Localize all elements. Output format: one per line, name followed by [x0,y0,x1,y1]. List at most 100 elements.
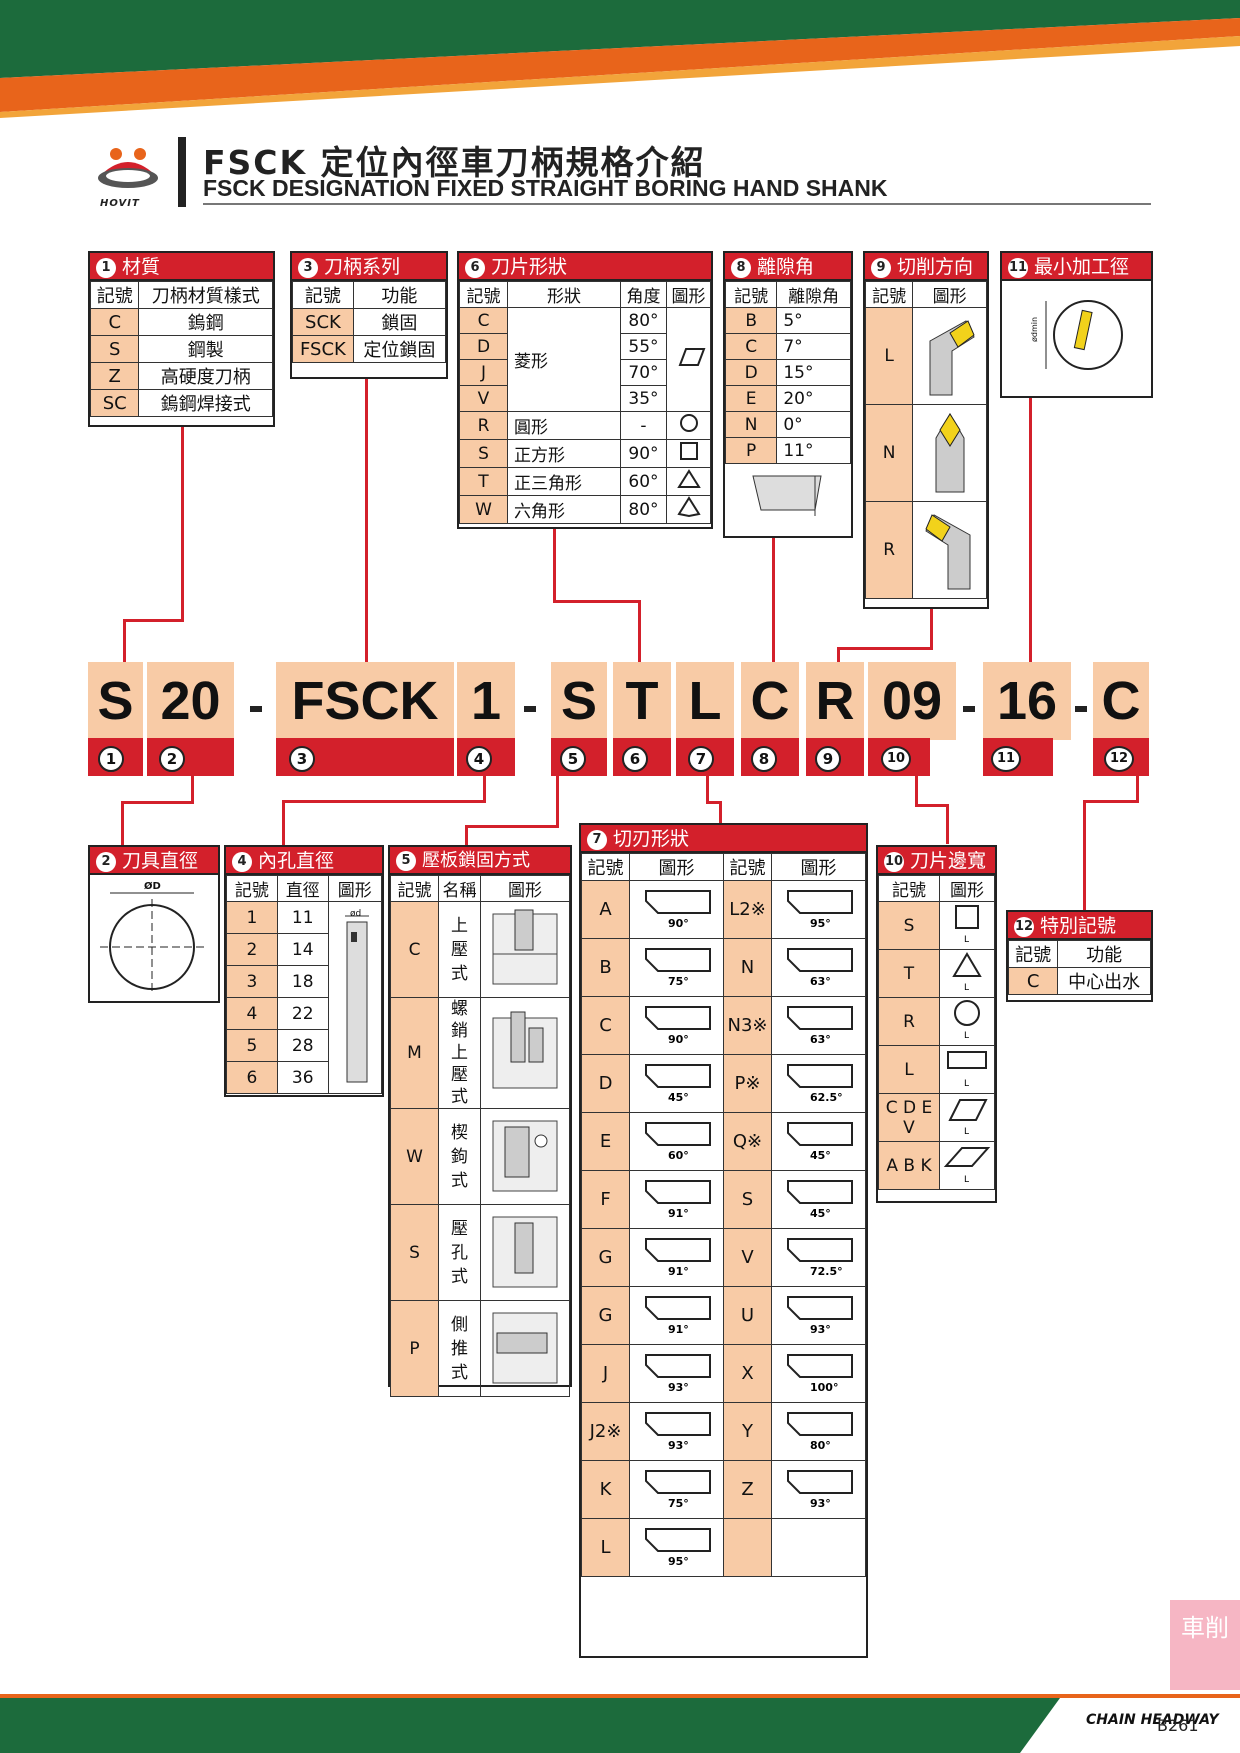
edge-shape-icon: 90° [644,890,711,930]
wire-2b [121,801,194,804]
box-edge-width-title: 刀片邊寬 [910,850,987,872]
wire-4c [282,800,285,845]
edge-shape-cell: 91° [629,1170,724,1229]
clamp-w-icon [492,1120,558,1192]
box-material-title: 材質 [122,256,161,278]
edge-shape-icon: 93° [786,1470,853,1510]
edge-width-shape: L [939,1141,995,1190]
seg-7: L [676,662,734,740]
left-hand-tool-icon [929,319,975,395]
svg-text:45°: 45° [810,1207,831,1220]
seg-num-10: 10 [881,746,911,772]
dash-3 [963,706,975,712]
edge-shape-cell: 91° [629,1286,724,1345]
wire-12 [1136,776,1139,803]
edge-shape-icon: 100° [786,1354,853,1394]
edge-width-code: C D E V [878,1093,940,1142]
svg-text:100°: 100° [810,1381,838,1394]
edge-width-icon: L [943,1147,991,1185]
seg-num-12: 12 [1104,746,1134,772]
clearance-angle-icon [752,475,822,516]
wire-8 [772,537,775,662]
min-bore-icon [1045,300,1123,370]
edge-width-shape: L [939,1093,995,1142]
seg-2: 20 [147,662,234,740]
seg-num-2: 2 [159,746,185,772]
edge-shape-icon: 93° [786,1296,853,1336]
wire-4b [282,800,486,803]
seg-num-1: 1 [98,746,124,772]
page-title-cn: FSCK 定位內徑車刀柄規格介紹 [203,143,706,182]
title-underline [203,203,1151,205]
section-tab-turning[interactable]: 車削 [1170,1600,1240,1690]
tool-diameter-label: ØD [144,881,161,892]
dash-2 [524,706,536,712]
min-bore-label: ødmin [1030,316,1040,343]
box-edge-title: 切刃形狀 [613,828,690,850]
edge-code: C [581,996,630,1055]
edge-code: K [581,1460,630,1519]
seg-10: 09 [868,662,956,740]
edge-shape-icon: 75° [644,1470,711,1510]
svg-text:91°: 91° [668,1323,689,1336]
svg-text:63°: 63° [810,975,831,988]
edge-shape-icon: 95° [786,890,853,930]
seg-num-4: 4 [466,746,492,772]
edge-width-code: R [878,997,940,1046]
clamp-s-icon [492,1216,558,1288]
edge-code: F [581,1170,630,1229]
edge-shape-icon: 72.5° [786,1238,853,1278]
edge-shape-icon: 45° [786,1180,853,1220]
footer-bands [0,1694,1240,1753]
edge-width-icon: L [948,1099,988,1137]
edge-shape-icon: 63° [786,1006,853,1046]
tool-diameter-icon [100,892,204,995]
edge-width-icon: L [954,1000,980,1041]
clamp-c-icon [492,909,558,985]
edge-width-code: S [878,901,940,950]
edge-code: V [723,1228,772,1287]
wire-11 [1029,397,1032,662]
edge-shape-cell: 93° [629,1402,724,1461]
seg-6: T [613,662,671,740]
edge-width-code: L [878,1045,940,1094]
chain-headway-logo: CHAIN HEADWAY [1086,1712,1219,1728]
edge-shape-cell: 100° [771,1344,866,1403]
edge-code: N [723,938,772,997]
edge-width-shape: L [939,901,995,950]
brand-name: HOVIT [100,198,140,209]
edge-code: J [581,1344,630,1403]
seg-num-8: 8 [751,746,777,772]
svg-text:63°: 63° [810,1033,831,1046]
wire-7c [719,801,722,823]
edge-shape-cell: 62.5° [771,1054,866,1113]
wire-2c [121,801,124,845]
svg-text:93°: 93° [810,1323,831,1336]
box-clamping-title: 壓板鎖固方式 [422,850,530,871]
edge-shape-icon: 91° [644,1296,711,1336]
edge-shape-cell: 95° [629,1518,724,1577]
edge-code: Y [723,1402,772,1461]
edge-shape-icon: 80° [786,1412,853,1452]
box-tool-diameter-title: 刀具直徑 [122,850,199,872]
svg-text:60°: 60° [668,1149,689,1162]
edge-shape-cell: 45° [771,1170,866,1229]
svg-text:90°: 90° [668,917,689,930]
edge-width-code: T [878,949,940,998]
seg-5: S [551,662,607,740]
edge-width-icon: L [955,905,979,945]
svg-text:93°: 93° [810,1497,831,1510]
edge-width-icon: L [947,1051,987,1089]
edge-code: J2※ [581,1402,630,1461]
edge-shape-cell: 90° [629,996,724,1055]
edge-shape-cell: 93° [771,1460,866,1519]
svg-text:91°: 91° [668,1265,689,1278]
edge-code: P※ [723,1054,772,1113]
wire-1b [123,619,184,622]
edge-shape-cell: 95° [771,880,866,939]
